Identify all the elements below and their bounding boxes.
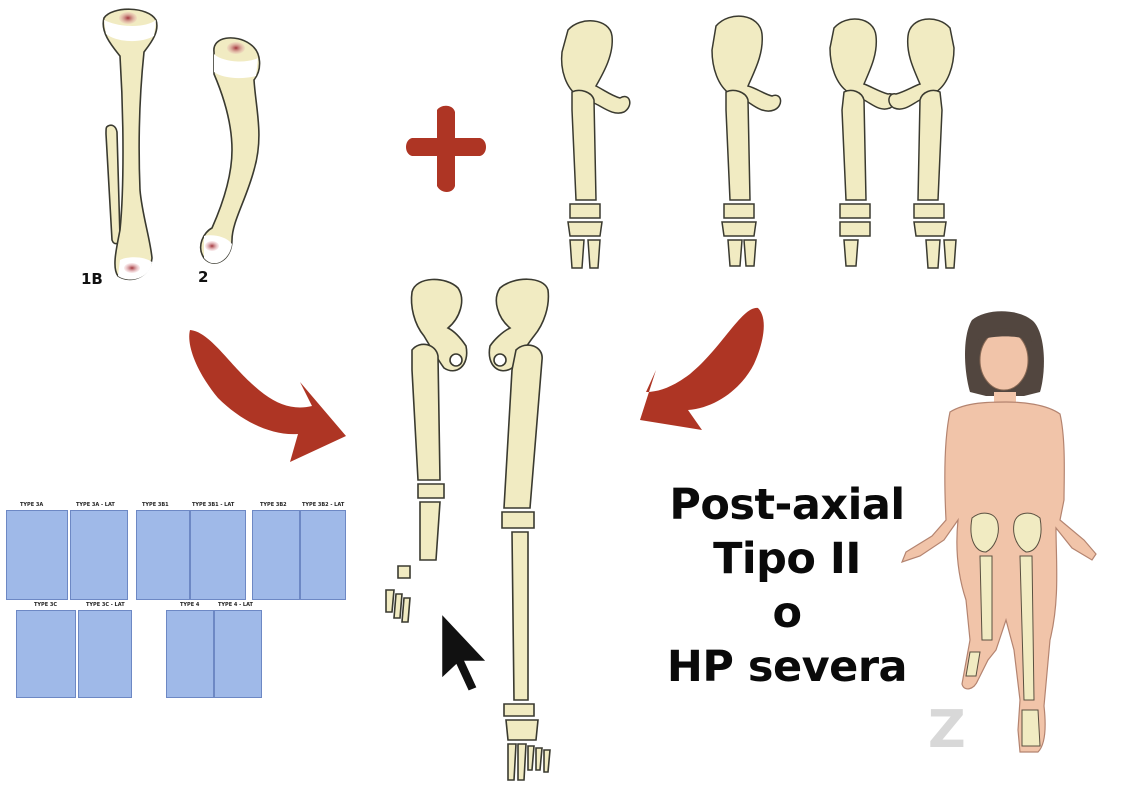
thumb-type-3b2	[252, 510, 300, 600]
arrow-curved-right-icon	[189, 330, 346, 462]
thumb-type-3c-lat	[78, 610, 132, 698]
thumb-title: TYPE 3A - LAT	[76, 502, 115, 508]
type-classification-grid: TYPE 3A TYPE 3A - LAT TYPE 3B1 TYPE 3B1 …	[6, 502, 346, 698]
thumb-title: TYPE 3B1	[142, 502, 169, 508]
thumb-type-3b1	[136, 510, 190, 600]
thumb-title: TYPE 3B2	[260, 502, 287, 508]
caption-line-1: Post-axial	[662, 478, 912, 532]
caption-line-4: HP severa	[662, 640, 912, 694]
thumb-type-4	[166, 610, 214, 698]
child-figure	[902, 311, 1096, 752]
label-2: 2	[198, 268, 208, 286]
thumb-type-3b2-lat	[300, 510, 346, 600]
caption-line-3: o	[662, 586, 912, 640]
thumb-type-3a	[6, 510, 68, 600]
thumb-title: TYPE 3C - LAT	[86, 602, 125, 608]
thumb-type-3b1-lat	[190, 510, 246, 600]
pelvis-leg-left-variant	[562, 21, 630, 268]
thumb-type-4-lat	[214, 610, 262, 698]
bone-curved-2	[201, 38, 260, 263]
pelvis-leg-middle-variant	[712, 16, 781, 266]
thumb-title: TYPE 4 - LAT	[218, 602, 253, 608]
thumb-title: TYPE 3B2 - LAT	[302, 502, 344, 508]
long-leg-right	[502, 345, 550, 780]
pelvis-legs-bilateral-variant	[830, 19, 956, 268]
arrow-curved-left-icon	[640, 308, 764, 430]
thumb-type-3a-lat	[70, 510, 128, 600]
thumb-title: TYPE 3B1 - LAT	[192, 502, 234, 508]
short-leg-left	[386, 344, 444, 622]
plus-icon	[406, 106, 486, 192]
thumb-title: TYPE 3A	[20, 502, 43, 508]
thumb-type-3c	[16, 610, 76, 698]
thumb-title: TYPE 4	[180, 602, 199, 608]
label-1b: 1B	[81, 270, 103, 288]
thumb-title: TYPE 3C	[34, 602, 57, 608]
classification-caption: Post-axial Tipo II o HP severa	[662, 478, 912, 694]
watermark: Z	[928, 700, 966, 760]
bone-fibula-1b	[106, 125, 120, 243]
caption-line-2: Tipo II	[662, 532, 912, 586]
mouse-cursor-icon	[441, 612, 488, 692]
